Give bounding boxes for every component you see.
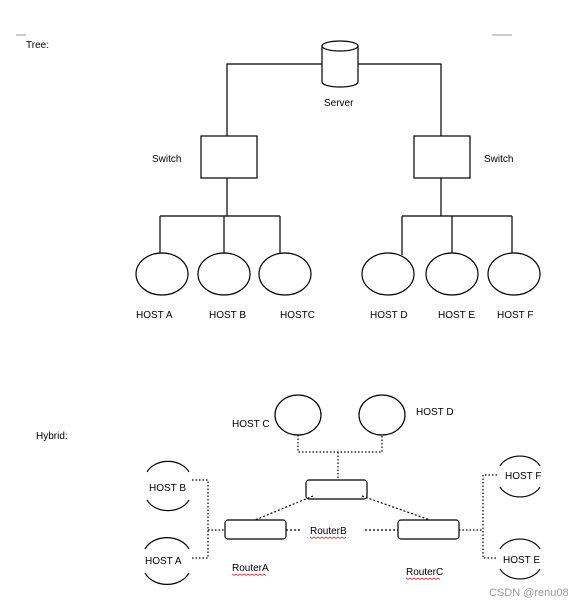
hybrid-host-a-node [144,536,190,586]
hybrid-left-links [192,479,225,559]
spellcheck-underlines [231,536,441,580]
tree-host-a-label: HOST A [136,310,173,321]
server-icon [321,40,359,88]
hybrid-host-b-node [146,460,190,512]
csdn-watermark: CSDN @renu08 [489,587,569,599]
tree-host-f-label: HOST F [497,310,533,321]
tree-host-d-node [361,252,415,296]
hybrid-host-e-label: HOST E [503,555,540,566]
hybrid-right-links [459,474,497,559]
hybrid-host-f-node [499,455,541,498]
router-c-box [397,519,460,540]
tree-server-links [226,63,442,136]
switch-left-label: Switch [152,154,181,165]
hybrid-section-label: Hybrid: [36,431,68,442]
switch-right-box [413,135,471,179]
tree-host-f-node [487,252,541,296]
hybrid-host-f-label: HOST F [505,471,541,482]
hybrid-host-a-label: HOST A [145,556,182,567]
router-a-box [224,519,287,540]
tree-host-c-node [258,252,312,296]
switch-right-label: Switch [484,154,513,165]
router-c-label: RouterC [406,567,443,578]
tree-section-label: Tree: [26,40,49,51]
tree-host-e-label: HOST E [438,310,475,321]
tree-host-c-label: HOSTC [280,310,315,321]
hybrid-host-e-node [499,538,541,580]
server-label: Server [324,98,354,109]
router-links [254,495,431,531]
tree-host-b-node [197,252,251,296]
hybrid-host-d-label: HOST D [416,407,454,418]
tree-left-links [159,178,281,255]
tree-right-links [401,178,513,255]
hybrid-top-links [297,435,383,480]
tree-host-b-label: HOST B [209,310,246,321]
hybrid-host-b-label: HOST B [149,483,186,494]
tree-host-e-node [425,252,479,296]
tree-host-nodes [135,252,541,296]
tree-host-d-label: HOST D [370,310,408,321]
router-a-label: RouterA [232,563,269,574]
hybrid-host-c-node [274,394,322,436]
router-b-label: RouterB [310,526,347,537]
hybrid-host-c-label: HOST C [232,419,270,430]
router-b-box [305,479,368,500]
hybrid-host-d-node [358,394,406,436]
tree-host-a-node [135,252,189,296]
switch-left-box [200,135,258,179]
